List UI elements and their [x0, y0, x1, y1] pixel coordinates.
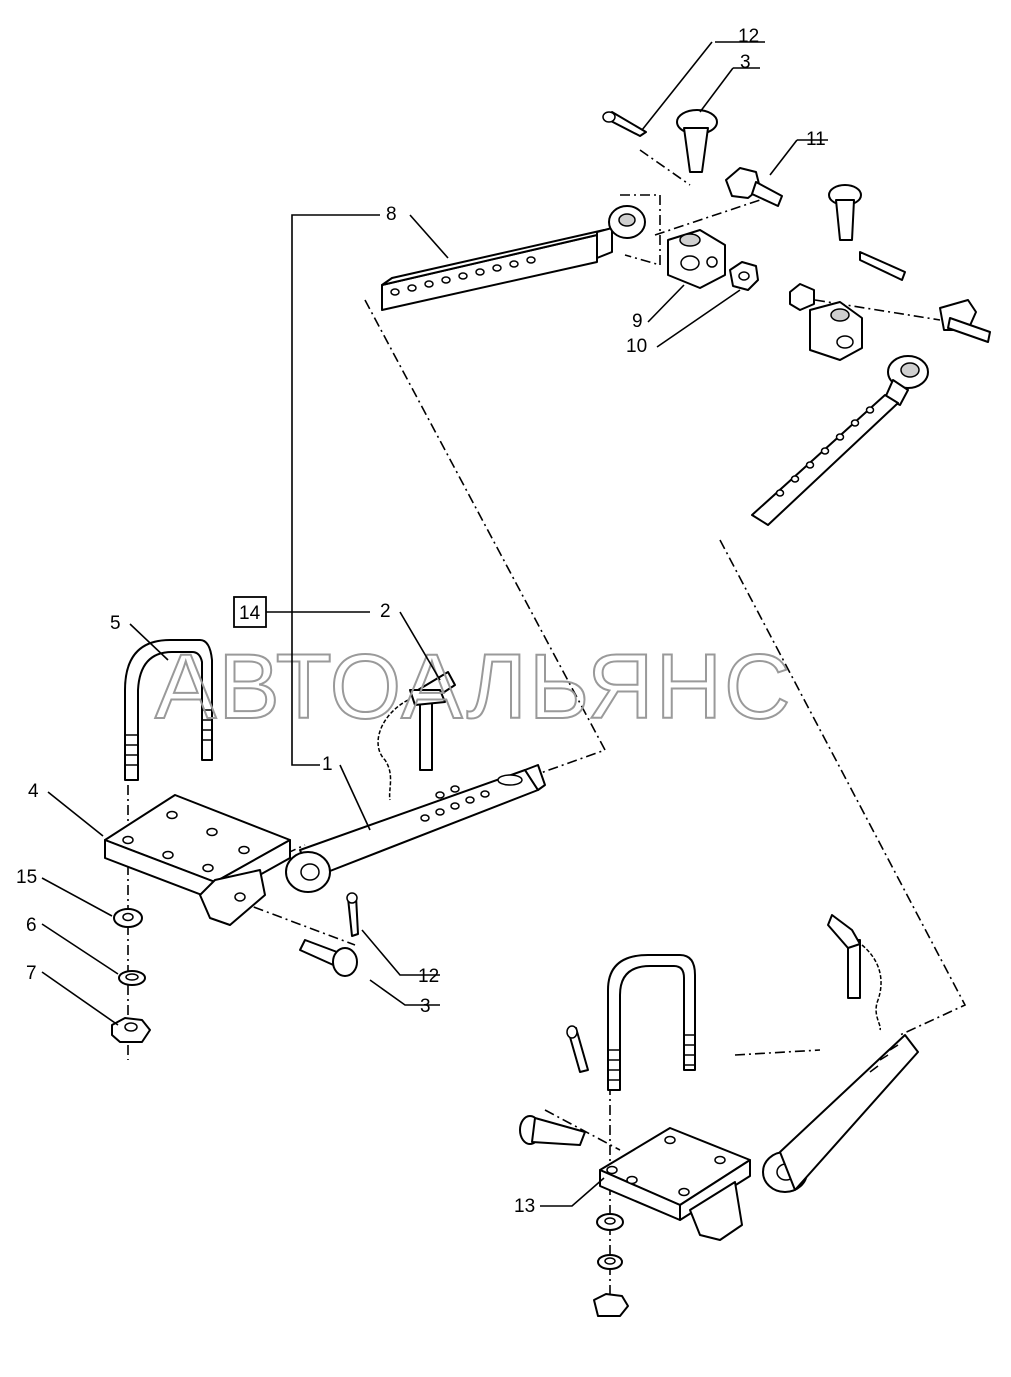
- u-bolt-5-threads: [125, 709, 212, 766]
- assembly-axes: [127, 149, 967, 1310]
- watermark-text: АВТОАЛЬЯНС: [155, 636, 793, 738]
- clevis-block-9: [667, 229, 726, 289]
- callout-10: 10: [626, 336, 647, 357]
- bottom-right-assembly: [519, 914, 919, 1317]
- cotter-pin-12-top: [602, 111, 647, 137]
- mounting-plate-13: [599, 1127, 751, 1241]
- hex-bolt-11: [725, 167, 783, 207]
- callout-6: 6: [26, 915, 37, 936]
- callout-12-bottom: 12: [418, 966, 439, 987]
- callout-4: 4: [28, 781, 39, 802]
- callout-9: 9: [632, 311, 643, 332]
- arm-8-holes: [390, 256, 536, 296]
- callout-11: 11: [806, 129, 826, 150]
- cotter-pin-12-bottom: [346, 892, 359, 937]
- callout-7: 7: [26, 963, 37, 984]
- callout-3-bottom: 3: [420, 996, 431, 1017]
- spring-washer-6: [118, 970, 146, 986]
- callout-12-top: 12: [738, 26, 759, 47]
- arm-1-holes: [420, 785, 490, 822]
- callout-2: 2: [380, 601, 391, 622]
- callout-14: 14: [239, 603, 261, 624]
- callout-8: 8: [386, 204, 397, 225]
- callout-3-top: 3: [740, 52, 751, 73]
- callout-15: 15: [16, 867, 37, 888]
- u-bolt-5: [124, 639, 213, 781]
- hex-nut-10: [729, 261, 759, 291]
- plate-4-holes: [122, 810, 250, 873]
- hex-nut-7: [111, 1017, 151, 1043]
- mounting-plate-4: [104, 794, 291, 926]
- adjustable-link-arm-8: [381, 205, 646, 311]
- callout-box-14: [233, 596, 267, 628]
- lower-link-arm-1: [285, 764, 546, 893]
- clevis-pin-3-top: [676, 109, 718, 173]
- callout-numbers: 12 3 11 8 9 10 14 2 5 1 4 15 6 7 12 3 13: [16, 26, 826, 1217]
- right-arm-holes: [775, 406, 875, 497]
- clevis-pin-3-bottom: [299, 939, 358, 977]
- callout-1: 1: [322, 754, 333, 775]
- flat-washer-15: [113, 908, 143, 928]
- leader-lines: [41, 41, 828, 1207]
- right-arm-assembly: [751, 184, 991, 526]
- callout-13: 13: [514, 1196, 535, 1217]
- callout-5: 5: [110, 613, 121, 634]
